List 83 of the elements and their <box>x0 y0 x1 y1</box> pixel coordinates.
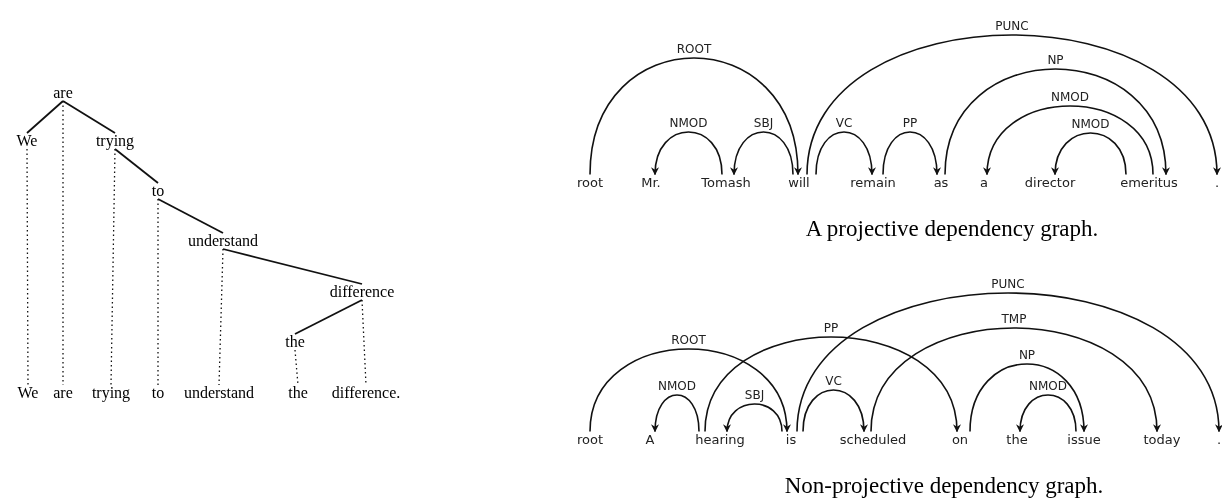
word: We <box>17 385 39 401</box>
edge-label: VC <box>835 117 853 129</box>
dependency-arc <box>870 327 1160 433</box>
word: understand <box>187 233 259 249</box>
word: the <box>1006 432 1028 446</box>
edge-label: NP <box>1018 349 1036 361</box>
dotted-projection-line <box>110 148 116 386</box>
dotted-projection-line <box>26 148 29 386</box>
word: are <box>53 385 73 401</box>
dependency-arc <box>589 348 790 433</box>
word: issue <box>1067 432 1101 446</box>
dependency-arc <box>882 131 941 176</box>
edge-label: NP <box>1047 54 1064 66</box>
word: director <box>1024 175 1076 189</box>
word: . <box>1214 175 1220 189</box>
graph-caption: Non-projective dependency graph. <box>784 473 1104 497</box>
word: to <box>151 183 165 199</box>
edge-label: NMOD <box>1071 118 1110 130</box>
word: on <box>951 432 969 446</box>
dependency-arc <box>969 363 1088 433</box>
word: trying <box>95 133 135 149</box>
dependency-arc <box>815 131 876 176</box>
word: . <box>1216 432 1222 446</box>
word: A <box>645 432 655 446</box>
tree-branch-line <box>222 248 363 285</box>
word: Tomash <box>701 175 751 189</box>
dependency-arc <box>984 105 1154 176</box>
word: Mr. <box>641 175 661 189</box>
edge-label: SBJ <box>744 389 765 401</box>
word: difference <box>329 284 395 300</box>
edge-label: NMOD <box>1029 380 1067 392</box>
dependency-arc <box>589 57 802 176</box>
dependency-arc <box>704 336 960 433</box>
edge-label: PP <box>902 117 918 129</box>
word: the <box>285 334 305 350</box>
tree-branch-line <box>157 198 224 234</box>
word: trying <box>91 385 131 401</box>
dependency-arc <box>802 389 868 433</box>
dotted-projection-line <box>157 198 159 386</box>
dependency-arc <box>651 394 700 433</box>
dependency-arc <box>723 403 783 433</box>
word: understand <box>183 385 255 401</box>
word: the <box>288 385 308 401</box>
dependency-arc <box>944 68 1169 176</box>
dependency-arc <box>1051 132 1127 176</box>
edge-label: PUNC <box>995 20 1029 32</box>
word: scheduled <box>839 432 907 446</box>
edge-label: ROOT <box>676 43 712 55</box>
graph-caption: A projective dependency graph. <box>805 216 1099 240</box>
dependency-arc <box>1016 394 1077 433</box>
dotted-projection-line <box>294 349 299 386</box>
word: We <box>16 133 38 149</box>
word: today <box>1143 432 1181 446</box>
edge-label: SBJ <box>753 117 774 129</box>
edge-label: PP <box>823 322 839 334</box>
dependency-arc <box>730 131 794 176</box>
dotted-projection-line <box>218 248 224 386</box>
dependency-arc <box>796 292 1222 433</box>
word: are <box>53 85 73 101</box>
tree-branch-line <box>114 148 159 184</box>
word: will <box>788 175 810 189</box>
word: emeritus <box>1120 175 1178 189</box>
edge-label: NMOD <box>669 117 708 129</box>
edge-label: PUNC <box>991 278 1025 290</box>
tree-branch-line <box>26 100 64 134</box>
dependency-arc <box>651 131 723 176</box>
dependency-arc <box>806 34 1220 176</box>
word: is <box>785 432 797 446</box>
word: as <box>933 175 949 189</box>
word: hearing <box>695 432 745 446</box>
edge-label: ROOT <box>671 334 706 346</box>
word: remain <box>850 175 896 189</box>
word: root <box>576 432 604 446</box>
edge-label: TMP <box>1001 313 1027 325</box>
word: a <box>980 175 988 189</box>
edge-label: NMOD <box>1051 91 1089 103</box>
tree-branch-line <box>294 299 363 335</box>
edge-label: VC <box>825 375 842 387</box>
word: root <box>576 175 604 189</box>
word: to <box>151 385 165 401</box>
edge-label: NMOD <box>658 380 696 392</box>
word: difference. <box>331 385 401 401</box>
tree-branch-line <box>62 100 116 134</box>
